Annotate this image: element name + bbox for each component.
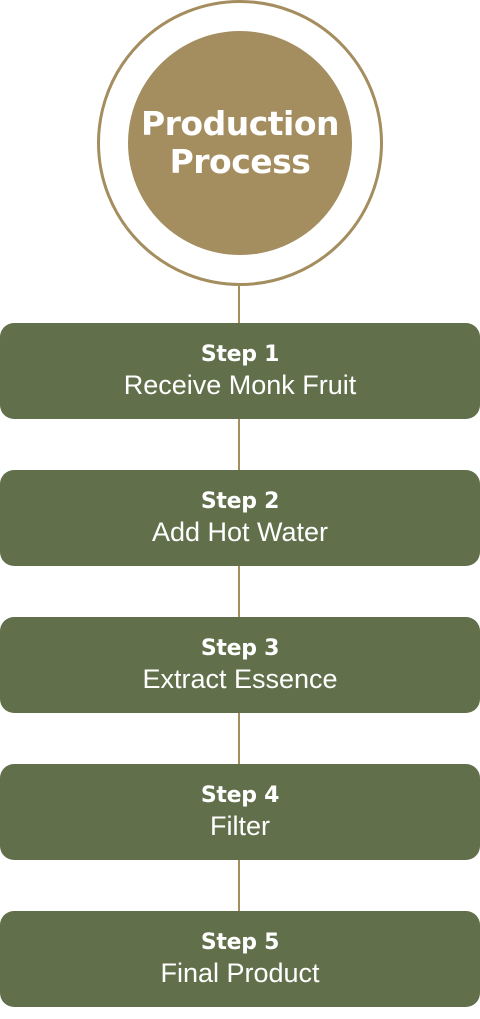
step-label: Step 4 <box>200 783 280 808</box>
step-box-3: Step 3 Extract Essence <box>0 617 480 713</box>
connector-line <box>238 286 240 323</box>
step-label: Step 2 <box>200 489 280 514</box>
title-line-1: Production <box>140 104 340 143</box>
step-box-4: Step 4 Filter <box>0 764 480 860</box>
step-box-1: Step 1 Receive Monk Fruit <box>0 323 480 419</box>
connector-line <box>238 566 240 617</box>
step-text: Final Product <box>160 958 320 988</box>
step-label: Step 5 <box>200 930 280 955</box>
step-box-2: Step 2 Add Hot Water <box>0 470 480 566</box>
title-circle: Production Process <box>128 31 352 255</box>
title-line-2: Process <box>169 142 311 181</box>
step-box-5: Step 5 Final Product <box>0 911 480 1007</box>
step-label: Step 3 <box>200 636 280 661</box>
step-text: Extract Essence <box>142 664 338 694</box>
step-text: Filter <box>210 811 270 841</box>
connector-line <box>238 860 240 911</box>
connector-line <box>238 713 240 764</box>
step-text: Receive Monk Fruit <box>123 370 357 400</box>
step-label: Step 1 <box>200 342 280 367</box>
connector-line <box>238 419 240 470</box>
step-text: Add Hot Water <box>151 517 329 547</box>
